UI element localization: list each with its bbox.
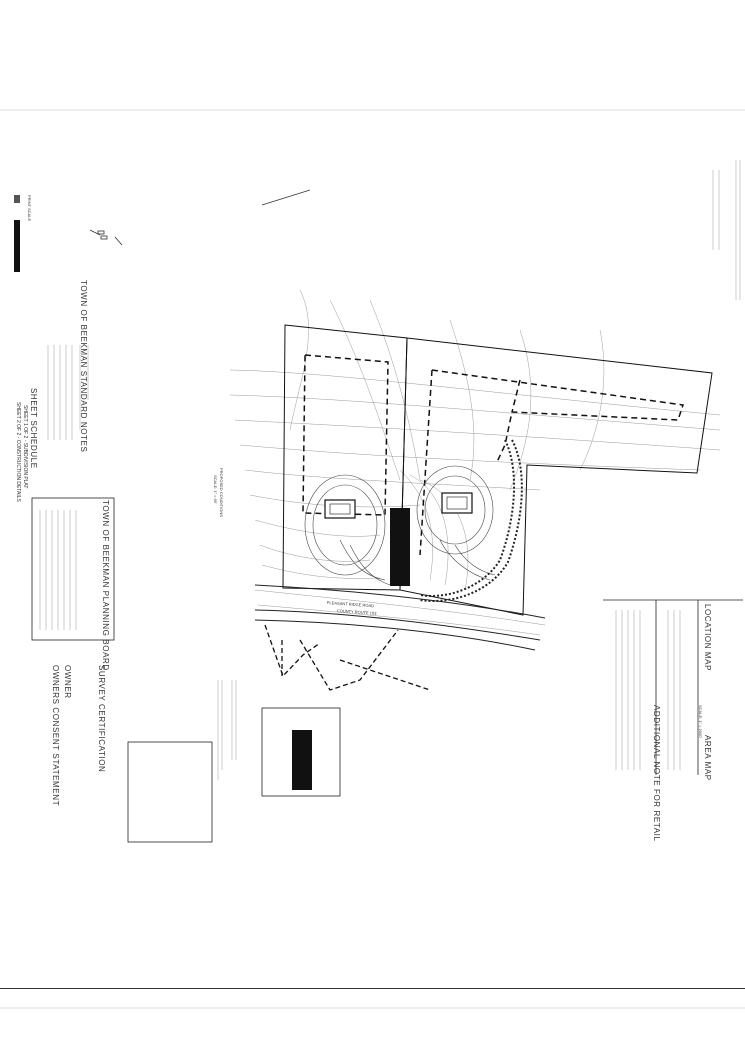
area-map-title: AREA MAP bbox=[703, 735, 712, 781]
page-bottom-line bbox=[0, 988, 745, 989]
owners-consent-title: OWNERS CONSENT STATEMENT bbox=[51, 665, 60, 807]
scan-artifacts bbox=[0, 109, 745, 1009]
proposed-conditions-title: PROPOSED CONDITIONS bbox=[219, 468, 224, 517]
sheet-1-label: SHEET 1 OF 2 - SUBDIVISION PLAT bbox=[22, 405, 28, 489]
print-scale-bar bbox=[14, 220, 20, 272]
detail-black-block bbox=[292, 730, 312, 790]
location-scale: SCALE: 1" = 2000' bbox=[698, 705, 703, 739]
road-details bbox=[264, 624, 431, 691]
location-map-title: LOCATION MAP bbox=[703, 604, 712, 672]
note-lines bbox=[39, 160, 741, 780]
driveway-wall bbox=[419, 439, 523, 602]
contour-lines bbox=[229, 289, 721, 636]
frames bbox=[31, 497, 743, 843]
sheet-schedule-title: SHEET SCHEDULE bbox=[29, 388, 38, 469]
building-envelopes bbox=[302, 354, 684, 556]
survey-certification-title: SURVEY CERTIFICATION bbox=[97, 665, 106, 773]
proposed-houses bbox=[324, 492, 473, 519]
grading-contours bbox=[304, 465, 496, 586]
upper-details bbox=[89, 189, 311, 246]
additional-note-title: ADDITIONAL NOTE FOR RETAIL bbox=[652, 705, 661, 842]
property-boundaries bbox=[282, 324, 713, 616]
sheet-2-label: SHEET 2 OF 2 - CONSTRUCTION DETAILS bbox=[15, 402, 21, 502]
planning-board-title: TOWN OF BEEKMAN PLANNING BOARD bbox=[101, 500, 110, 671]
road bbox=[254, 584, 546, 651]
print-scale-label: PRINT SCALE bbox=[27, 195, 32, 222]
proposed-scale: SCALE: 1" = 60' bbox=[213, 475, 218, 504]
owner-title: OWNER bbox=[63, 665, 72, 699]
shared-driveway bbox=[390, 508, 410, 586]
standard-notes-title: TOWN OF BEEKMAN STANDARD NOTES bbox=[79, 280, 88, 453]
